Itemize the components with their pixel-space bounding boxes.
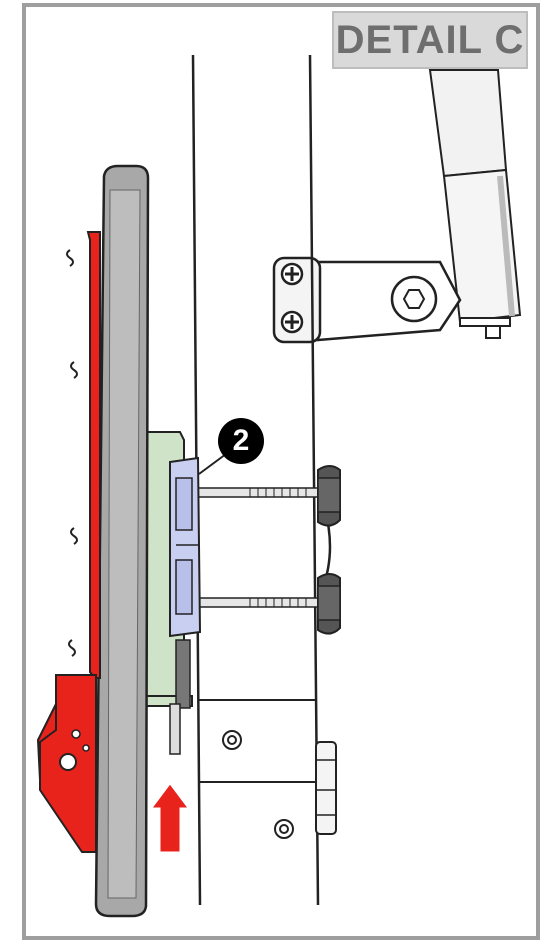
telescoping-strut	[428, 69, 522, 339]
frame-border	[22, 3, 540, 940]
detail-title: DETAIL C	[332, 11, 528, 69]
threaded-rods	[195, 487, 332, 608]
up-arrow-icon	[151, 783, 189, 853]
knob-icon	[317, 465, 341, 527]
callout-number: 2	[218, 418, 264, 464]
gray-panel	[94, 164, 150, 918]
red-part	[36, 231, 101, 853]
callout-leader	[198, 453, 227, 475]
knob-icon	[317, 573, 341, 635]
phillips-screw-icon	[280, 262, 304, 286]
blue-clamp	[169, 456, 202, 638]
wall-bracket	[272, 256, 462, 344]
lower-post-detail	[198, 699, 337, 839]
hex-socket-icon	[390, 275, 438, 323]
phillips-screw-icon	[280, 310, 304, 334]
